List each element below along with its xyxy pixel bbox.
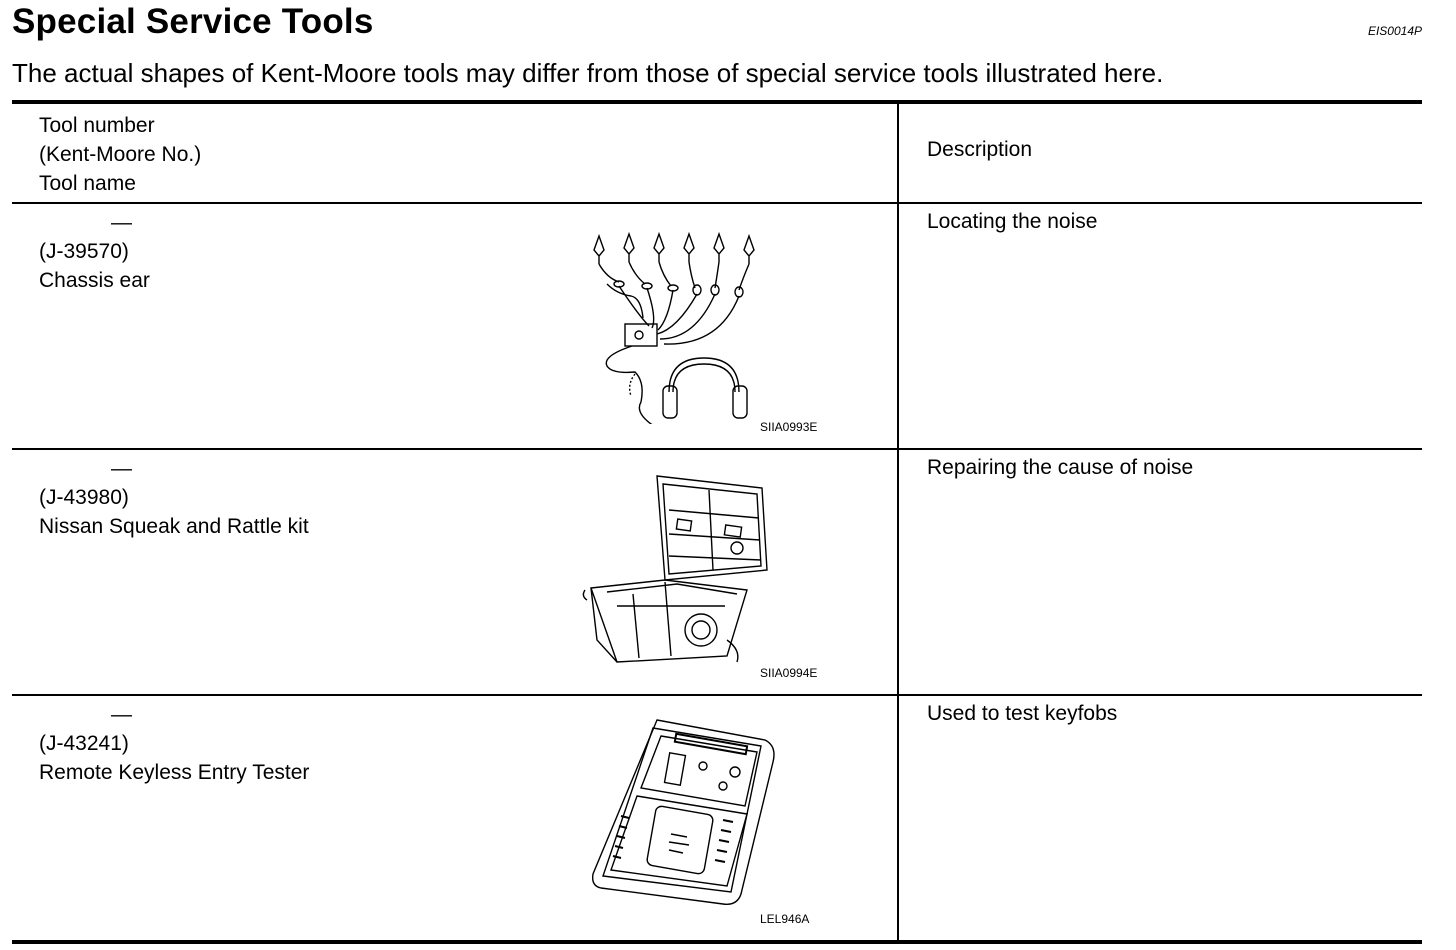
kent-moore-number: (J-39570) bbox=[39, 240, 129, 263]
tool-description: Locating the noise bbox=[927, 210, 1098, 233]
tool-cell: — (J-43241) Remote Keyless Entry Tester bbox=[12, 696, 899, 940]
description-cell: Locating the noise bbox=[899, 204, 1422, 448]
header-tool-name: Tool name bbox=[39, 172, 136, 195]
tool-description: Repairing the cause of noise bbox=[927, 456, 1194, 479]
table-row: — (J-39570) Chassis ear bbox=[12, 204, 1422, 450]
control-box bbox=[624, 323, 658, 347]
description-cell: Repairing the cause of noise bbox=[899, 450, 1422, 694]
microphones bbox=[598, 261, 750, 298]
kent-moore-number: (J-43241) bbox=[39, 732, 129, 755]
table-header-row: Tool number (Kent-Moore No.) Tool name D… bbox=[12, 104, 1422, 204]
header-description-column: Description bbox=[899, 104, 1422, 202]
table-row: — (J-43980) Nissan Squeak and Rattle kit bbox=[12, 450, 1422, 696]
header-description: Description bbox=[927, 138, 1033, 161]
header-kent-moore-no: (Kent-Moore No.) bbox=[39, 143, 202, 166]
figure-label: LEL946A bbox=[760, 912, 810, 926]
squeak-rattle-kit-illustration bbox=[582, 475, 768, 663]
document-code: EIS0014P bbox=[1367, 24, 1422, 38]
headphones bbox=[662, 357, 748, 419]
tool-cell: — (J-43980) Nissan Squeak and Rattle kit bbox=[12, 450, 899, 694]
header-tool-number: Tool number bbox=[39, 114, 155, 137]
alligator-clips bbox=[593, 231, 755, 264]
tool-name: Remote Keyless Entry Tester bbox=[39, 761, 310, 784]
keyless-entry-tester-illustration bbox=[591, 719, 775, 905]
tool-description: Used to test keyfobs bbox=[927, 702, 1118, 725]
tool-number: — bbox=[111, 211, 132, 234]
tool-number: — bbox=[111, 457, 132, 480]
description-cell: Used to test keyfobs bbox=[899, 696, 1422, 940]
tool-number: — bbox=[111, 703, 132, 726]
tool-name: Nissan Squeak and Rattle kit bbox=[39, 515, 309, 538]
tools-table: Tool number (Kent-Moore No.) Tool name D… bbox=[12, 100, 1422, 944]
figure-label: SIIA0993E bbox=[760, 420, 818, 434]
page-subtitle: The actual shapes of Kent-Moore tools ma… bbox=[12, 58, 1164, 88]
header-tool-column: Tool number (Kent-Moore No.) Tool name bbox=[12, 104, 899, 202]
tool-cell: — (J-39570) Chassis ear bbox=[12, 204, 899, 448]
table-row: — (J-43241) Remote Keyless Entry Tester bbox=[12, 696, 1422, 940]
tool-name: Chassis ear bbox=[39, 269, 150, 292]
chassis-ear-illustration bbox=[593, 231, 755, 424]
kent-moore-number: (J-43980) bbox=[39, 486, 129, 509]
figure-label: SIIA0994E bbox=[760, 666, 818, 680]
page-title: Special Service Tools bbox=[12, 2, 374, 41]
